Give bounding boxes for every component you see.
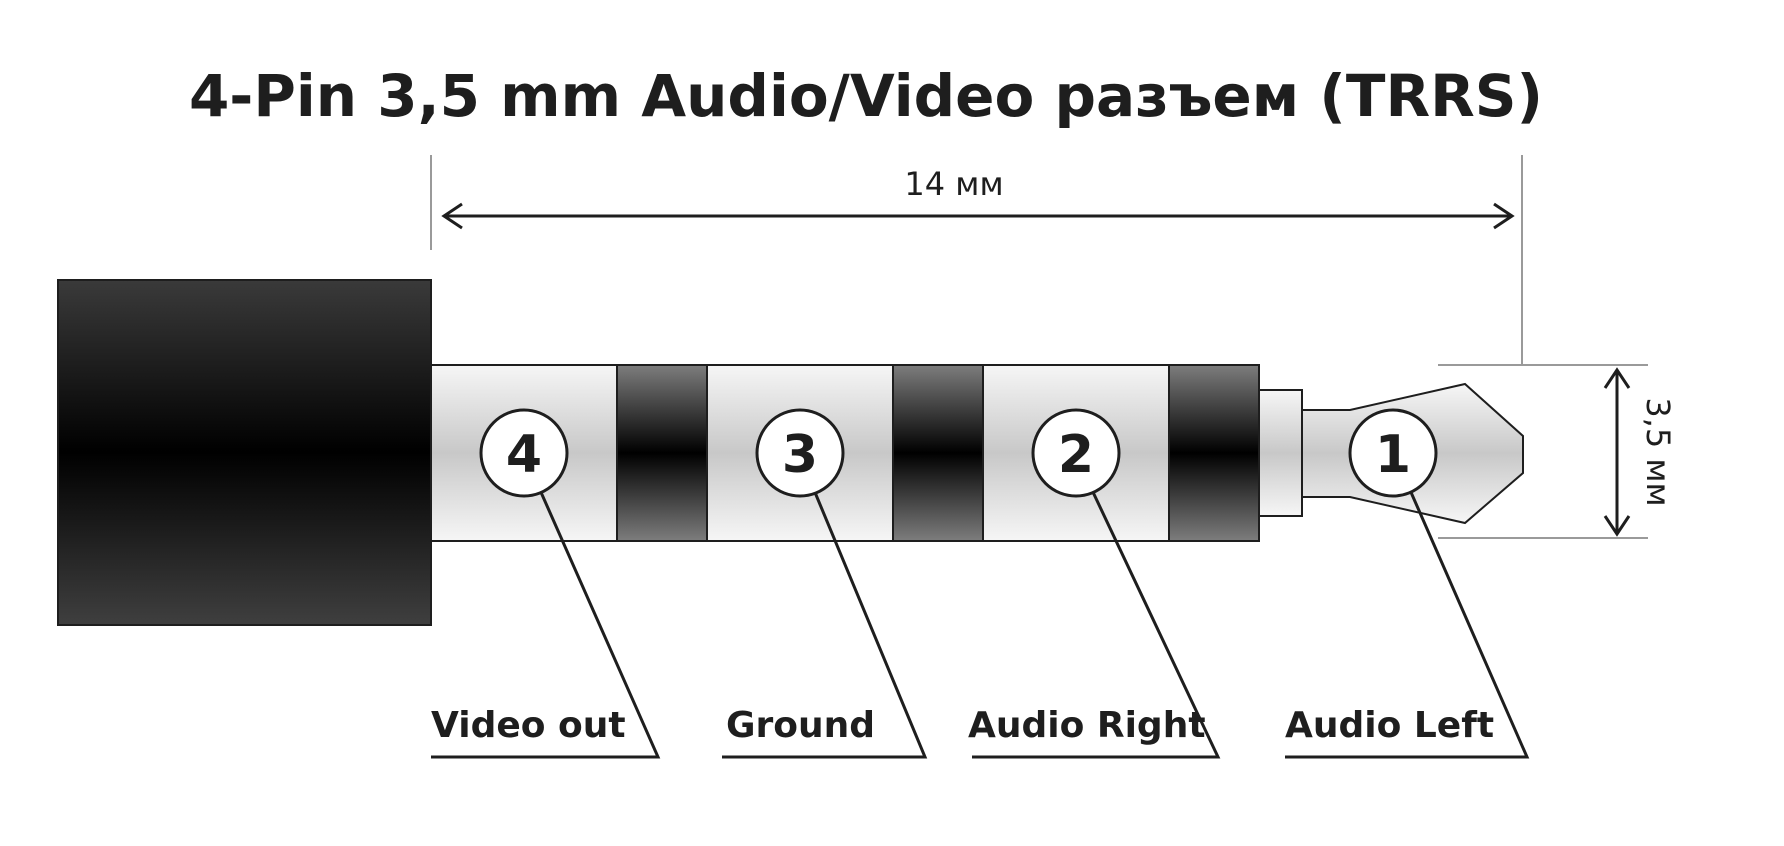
diagram-title: 4-Pin 3,5 mm Audio/Video разъем (TRRS)	[189, 62, 1543, 130]
tip-collar	[1258, 389, 1303, 517]
diameter-label: 3,5 мм	[1639, 397, 1677, 506]
pin-4-number: 4	[506, 425, 542, 485]
pin-3-label: Ground	[726, 705, 875, 746]
pin-1-number: 1	[1375, 425, 1411, 485]
pin-4-label: Video out	[431, 705, 626, 746]
pin-3-marker	[755, 408, 845, 498]
insulator-ring	[1168, 364, 1260, 542]
pin-4: 4 Video out	[431, 408, 661, 759]
length-arrowhead-left	[441, 202, 463, 230]
insulator-ring	[616, 364, 708, 542]
pin-3-leader	[722, 489, 928, 759]
pin-2-leader	[972, 489, 1221, 759]
pin-1-label: Audio Left	[1285, 705, 1494, 746]
diameter-arrowhead-bottom	[1603, 515, 1631, 537]
connector-plug	[57, 279, 1524, 626]
pin-1-marker	[1348, 408, 1438, 498]
length-dimension: 14 мм	[430, 155, 1523, 366]
pin-3-number: 3	[782, 425, 818, 485]
pin-4-marker	[479, 408, 569, 498]
pin-2-label: Audio Right	[968, 705, 1206, 746]
diameter-dimension: 3,5 мм	[1438, 364, 1677, 539]
insulator-ring	[892, 364, 984, 542]
pin-2-marker	[1031, 408, 1121, 498]
pin-1-leader	[1285, 489, 1530, 759]
plug-handle	[57, 279, 432, 626]
length-label: 14 мм	[904, 165, 1003, 203]
pin-4-leader	[431, 489, 661, 759]
pin-1: 1 Audio Left	[1285, 408, 1530, 759]
length-arrowhead-right	[1493, 202, 1515, 230]
pin-2: 2 Audio Right	[968, 408, 1221, 759]
pin-3: 3 Ground	[722, 408, 928, 759]
pin-2-number: 2	[1058, 425, 1094, 485]
diameter-arrowhead-top	[1603, 367, 1631, 389]
